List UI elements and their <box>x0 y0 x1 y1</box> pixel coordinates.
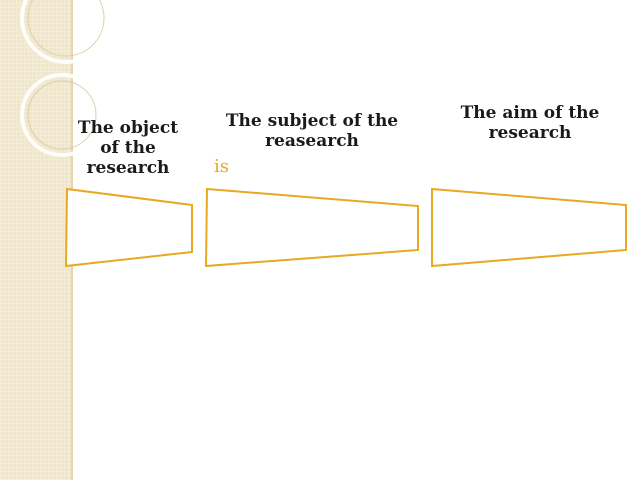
connector-text: is <box>214 156 229 177</box>
object-shape <box>64 187 193 268</box>
heading-object: The object of the research <box>77 118 179 178</box>
decorative-side-band <box>0 0 71 480</box>
decorative-rings <box>20 0 112 157</box>
subject-shape <box>204 187 419 268</box>
heading-subject: The subject of the reasearch <box>225 111 399 151</box>
heading-aim: The aim of the research <box>460 103 600 143</box>
aim-shape <box>431 187 627 268</box>
